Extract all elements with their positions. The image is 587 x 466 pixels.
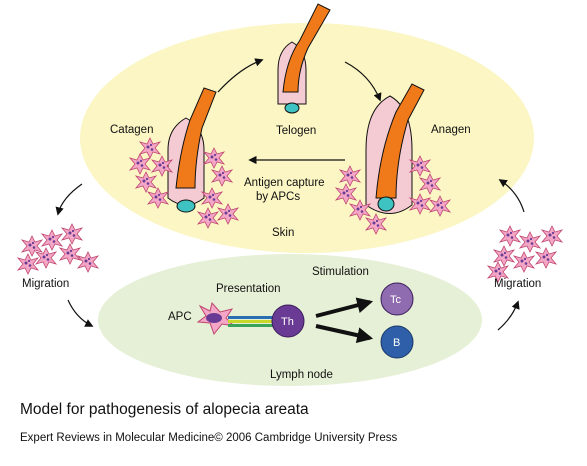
label-b: B	[393, 337, 400, 349]
label-apc: APC	[168, 311, 192, 323]
label-migration-left: Migration	[22, 278, 69, 290]
telogen-to-anagen-arrow	[344, 61, 382, 102]
label-lymph-node: Lymph node	[270, 369, 333, 381]
anagen-follicle	[365, 83, 425, 214]
migrating-apcs-right	[487, 225, 563, 283]
label-tc: Tc	[390, 294, 402, 306]
figure-credit: Expert Reviews in Molecular Medicine© 20…	[20, 432, 398, 444]
b-cell	[380, 325, 414, 359]
label-telogen: Telogen	[276, 125, 316, 137]
label-presentation: Presentation	[216, 283, 281, 295]
telogen-follicle	[277, 3, 331, 114]
label-skin: Skin	[272, 227, 294, 239]
label-antigen-capture-2: by APCs	[256, 191, 300, 203]
stimulation-arrow-tc	[315, 297, 374, 318]
label-th: Th	[281, 316, 294, 328]
stimulation-arrow-b	[315, 324, 374, 344]
label-migration-right: Migration	[494, 278, 541, 290]
catagen-follicle	[167, 87, 217, 213]
skin-region	[80, 23, 534, 253]
tc-cell	[380, 282, 414, 316]
label-stimulation: Stimulation	[312, 266, 369, 278]
label-catagen: Catagen	[110, 124, 153, 136]
antigen-presentation-bars	[228, 316, 284, 327]
figure-caption: Model for pathogenesis of alopecia areat…	[20, 401, 309, 418]
catagen-to-telogen-arrow	[217, 58, 264, 93]
migration-arrow-left-down	[55, 183, 83, 216]
label-antigen-capture-1: Antigen capture	[244, 177, 325, 189]
migration-arrow-left-into-node	[67, 299, 94, 327]
migration-arrow-right-up	[498, 179, 525, 213]
th-cell	[271, 304, 305, 338]
label-anagen: Anagen	[431, 124, 471, 136]
migration-arrow-right-out-node	[497, 300, 520, 331]
apc-cell-lymph	[196, 301, 236, 336]
migrating-apcs-left	[17, 223, 99, 275]
